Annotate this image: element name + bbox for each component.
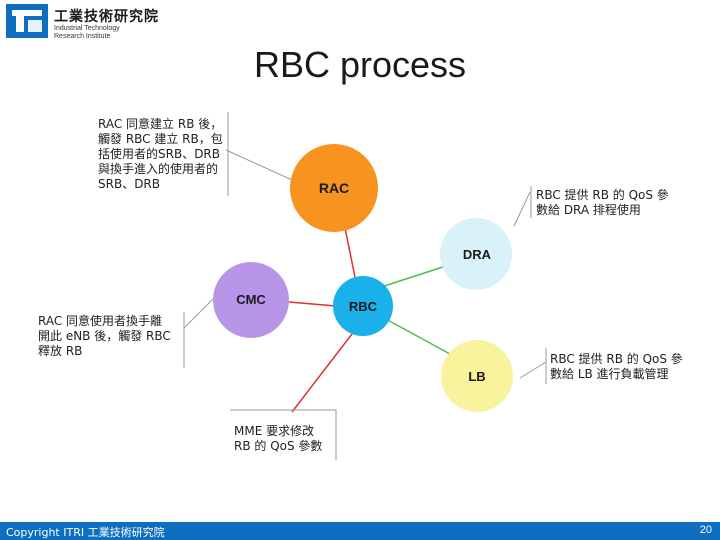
callout-line-lb <box>519 361 547 379</box>
page-number: 20 <box>699 524 712 536</box>
node-cmc-label: CMC <box>236 292 266 307</box>
note-lb: RBC 提供 RB 的 QoS 參 數給 LB 進行負載管理 <box>550 352 683 381</box>
node-dra-label: DRA <box>463 247 492 262</box>
itri-logo: 工業技術研究院 Industrial Technology Research I… <box>4 4 164 42</box>
footer-copyright: Copyright ITRI 工業技術研究院 <box>6 526 165 539</box>
link-cmc-rbc <box>288 301 337 307</box>
link-rbc-dra <box>377 265 447 289</box>
node-lb <box>441 340 513 412</box>
callout-line-cmc <box>183 295 217 329</box>
note-cmc: RAC 同意使用者換手離 開此 eNB 後，觸發 RBC 釋放 RB <box>38 314 171 358</box>
link-rbc-lb <box>383 317 451 355</box>
link-rbc-mme <box>291 333 353 413</box>
callout-bracket-mme <box>230 409 337 460</box>
callout-line-dra <box>513 191 531 227</box>
node-rac <box>290 144 378 232</box>
node-rac-label: RAC <box>319 180 349 196</box>
node-rbc <box>333 276 393 336</box>
itri-logo-icon <box>6 4 48 38</box>
node-rbc-label: RBC <box>349 299 378 314</box>
logo-english-line2: Research Institute <box>54 33 111 40</box>
footer-bar: Copyright ITRI 工業技術研究院 20 <box>0 522 720 540</box>
note-rac: RAC 同意建立 RB 後， 觸發 RBC 建立 RB，包 括使用者的SRB、D… <box>98 117 223 191</box>
note-dra: RBC 提供 RB 的 QoS 參 數給 DRA 排程使用 <box>536 188 669 217</box>
link-rac-rbc <box>344 227 357 283</box>
node-cmc <box>213 262 289 338</box>
logo-english-line1: Industrial Technology <box>54 25 120 32</box>
callout-line-rac <box>225 149 293 181</box>
note-mme: MME 要求修改 RB 的 QoS 參數 <box>234 424 323 453</box>
node-lb-label: LB <box>468 369 485 384</box>
node-dra <box>440 218 512 290</box>
logo-chinese-name: 工業技術研究院 <box>54 9 159 25</box>
slide-title: RBC process <box>253 44 467 85</box>
